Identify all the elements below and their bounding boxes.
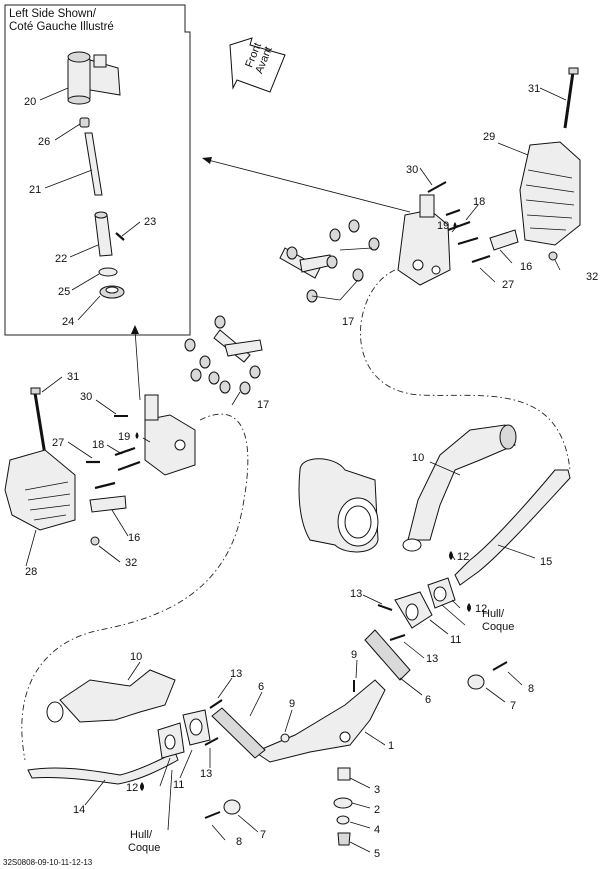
top-right-steering-assembly <box>279 67 581 303</box>
part-links-top <box>279 219 380 303</box>
callout-13-left-b: 13 <box>200 768 212 780</box>
part-steering-housing <box>67 51 121 105</box>
callout-8-right: 8 <box>528 683 534 695</box>
callout-30-left: 30 <box>80 391 92 403</box>
part-washer-4 <box>336 815 350 825</box>
callout-18-left: 18 <box>92 439 104 451</box>
hull-coque-left-2: Coque <box>128 842 160 854</box>
part-tube-left <box>27 751 179 785</box>
dashed-path-left <box>21 413 249 761</box>
part-hose-right <box>402 424 517 552</box>
callout-15: 15 <box>540 556 552 568</box>
callout-29: 29 <box>483 131 495 143</box>
callout-32-left: 32 <box>125 557 137 569</box>
callout-27-left: 27 <box>52 437 64 449</box>
part-link-left <box>211 707 266 759</box>
callout-11-right: 11 <box>450 634 461 646</box>
callout-7-right: 7 <box>510 700 516 712</box>
inset-left-side: Left Side Shown/ Coté Gauche Illustré <box>4 4 191 336</box>
callout-6-left: 6 <box>258 681 264 693</box>
callout-16-left: 16 <box>128 532 140 544</box>
part-links-left <box>184 315 263 395</box>
callout-12-left: 12 <box>126 782 138 794</box>
part-steering-head-left <box>144 394 196 476</box>
hull-coque-left-1: Hull/ <box>130 829 153 841</box>
callout-1: 1 <box>388 740 394 752</box>
dashed-path-top <box>360 269 571 471</box>
part-washer <box>98 267 118 277</box>
callout-28: 28 <box>25 566 37 578</box>
callout-22: 22 <box>55 253 67 265</box>
hull-coque-right-2: Coque <box>482 621 514 633</box>
callout-23: 23 <box>144 216 156 228</box>
callout-31-top: 31 <box>528 83 540 95</box>
inset-title-line1: Left Side Shown/ <box>9 8 97 20</box>
part-steering-head-top <box>397 194 451 286</box>
callout-20: 20 <box>24 96 36 108</box>
callout-17-top: 17 <box>342 316 354 328</box>
part-tube <box>84 132 103 196</box>
part-spacer <box>337 767 351 781</box>
callout-8-left: 8 <box>236 836 242 848</box>
part-nut <box>99 285 125 299</box>
callout-11-left: 11 <box>173 779 184 791</box>
callout-3: 3 <box>374 784 380 796</box>
callout-19-left: 19 <box>118 431 130 443</box>
callout-13-right-a: 13 <box>350 588 362 600</box>
callout-4: 4 <box>374 824 380 836</box>
callout-12-right-a: 12 <box>457 551 469 563</box>
left-steering-assembly <box>4 315 263 546</box>
callout-13-left-a: 13 <box>230 668 242 680</box>
callout-7-left: 7 <box>260 829 266 841</box>
part-bracket <box>253 679 386 763</box>
part-sleeve <box>94 211 113 257</box>
callout-13-right-b: 13 <box>426 653 438 665</box>
callout-16-top: 16 <box>520 261 532 273</box>
hull-coque-right-1: Hull/ <box>482 608 505 620</box>
callout-14: 14 <box>73 804 85 816</box>
callout-26: 26 <box>38 136 50 148</box>
inset-frame <box>4 4 191 336</box>
part-cover-right <box>519 141 581 246</box>
part-cover-left <box>4 449 76 531</box>
callout-9-left: 9 <box>289 698 295 710</box>
front-arrow: Front Avant <box>229 37 286 93</box>
part-gasket-right <box>427 577 456 609</box>
callout-19-top: 19 <box>437 220 449 232</box>
callout-10-right: 10 <box>412 452 424 464</box>
callout-9-right: 9 <box>351 649 357 661</box>
callout-27-top: 27 <box>502 279 514 291</box>
part-pump-housing <box>298 458 379 553</box>
callout-31-left: 31 <box>67 371 79 383</box>
callout-2: 2 <box>374 804 380 816</box>
callout-24: 24 <box>62 316 74 328</box>
part-cap <box>79 117 90 128</box>
callout-30-top: 30 <box>406 164 418 176</box>
part-hose-left <box>46 669 176 723</box>
callout-17-left: 17 <box>257 399 269 411</box>
part-bolt-5 <box>337 832 351 846</box>
callout-5: 5 <box>374 848 380 860</box>
part-washer-2 <box>333 797 353 809</box>
inset-title-line2: Coté Gauche Illustré <box>9 21 114 33</box>
callout-6-right: 6 <box>425 694 431 706</box>
callout-12-right-b: 12 <box>475 603 487 615</box>
part-pin <box>115 232 125 241</box>
part-flange-right <box>394 591 433 629</box>
part-link-right <box>364 629 411 681</box>
callout-10-left: 10 <box>130 651 142 663</box>
callout-32-top: 32 <box>586 271 598 283</box>
callout-25: 25 <box>58 286 70 298</box>
part-tube-right <box>454 469 571 586</box>
footer-code: 32S0808-09-10-11-12-13 <box>3 858 93 867</box>
callout-21: 21 <box>29 184 41 196</box>
callout-18-top: 18 <box>473 196 485 208</box>
